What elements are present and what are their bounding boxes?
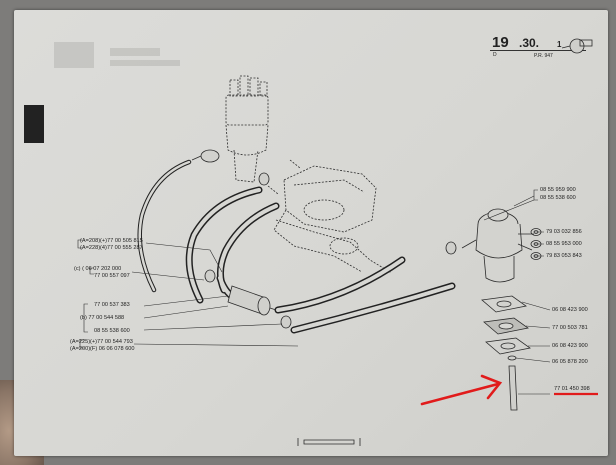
vacuum-capsule (191, 149, 220, 163)
red-arrow-icon (420, 374, 503, 406)
fuel-filter (227, 285, 277, 316)
bleed-through-text (54, 42, 180, 68)
ref-gasket1: 06 08 423 900 (552, 307, 588, 313)
section-sub-index: 1 (557, 40, 562, 49)
hose-curved-main-inner (187, 188, 454, 332)
gaskets (481, 295, 531, 361)
distributor-outline (225, 75, 269, 183)
bottom-rod (297, 438, 361, 446)
ref-top1: 08 55 959 900 (540, 187, 576, 193)
push-rod (508, 365, 518, 411)
ref-gasket3: 06 08 423 900 (552, 343, 588, 349)
ref-b3: 08 55 538 600 (94, 328, 130, 334)
ref-a2: (A=228)(4)77 00 555 287 (80, 245, 143, 251)
catalog-page: 19 .30. 1 D P.R. 947 (14, 10, 608, 456)
ref-valve2: 08 55 953 000 (546, 241, 582, 247)
section-letter: D (493, 52, 497, 58)
ref-valve1: 79 03 032 856 (546, 229, 582, 235)
binder-tab (24, 105, 44, 143)
ref-bottom1: (A=225)(+)77 00 544 793 (70, 339, 133, 345)
fuel-pump (461, 208, 534, 283)
hose-curved-main (185, 186, 456, 334)
hose-long-left-inner (138, 160, 191, 292)
ref-bottom2: (A=200)(F) 06 06 078 600 (70, 346, 135, 352)
header-rule (490, 50, 586, 51)
section-sub: .30. (519, 36, 540, 50)
carburettor-outline (267, 159, 405, 273)
hose-clip (204, 172, 457, 329)
ref-bottom-part: 77 01 450 398 (554, 386, 590, 392)
ref-gasket2: 77 00 503 781 (552, 325, 588, 331)
ref-gasket4: 06 05 878 200 (552, 359, 588, 365)
ref-valve3: 79 83 053 843 (546, 253, 582, 259)
parts-diagram (77, 38, 598, 446)
ref-c2: 77 00 557 097 (94, 273, 130, 279)
ref-a1: (A=208)(+)77 00 505 815 (80, 238, 143, 244)
ref-b1: 77 00 537 383 (94, 302, 130, 308)
section-number: 19 (492, 34, 509, 51)
ref-brackets (77, 189, 551, 395)
pump-thumbnail-icon (561, 38, 593, 54)
ref-top2: 08 55 538 600 (540, 195, 576, 201)
pr-reference: P.R. 947 (534, 53, 553, 59)
ref-b2: (b) 77 00 544 588 (80, 315, 125, 321)
ref-c1: (c) ( 06 07 202 000 (74, 266, 122, 272)
